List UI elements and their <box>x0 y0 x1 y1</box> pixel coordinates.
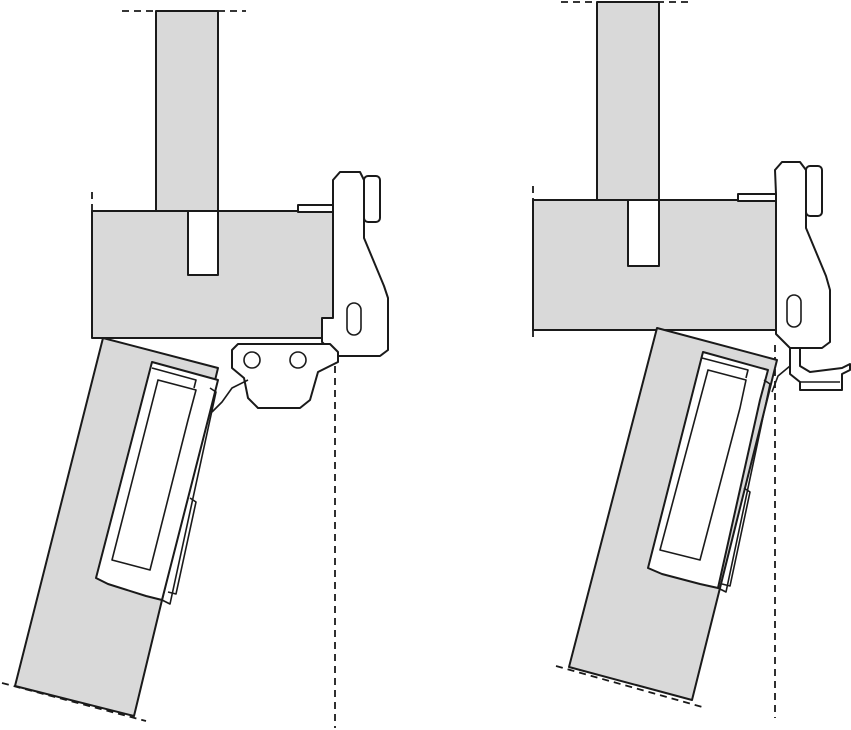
right-side-panel <box>596 1 660 201</box>
right-arm-extension <box>789 347 851 391</box>
left-screw-hole-icon <box>289 351 307 369</box>
left-hinge-cup-window <box>111 379 197 571</box>
left-hinge-arm <box>321 171 389 357</box>
left-adjustment-screw <box>363 175 381 223</box>
left-hinge-boss <box>231 343 339 409</box>
right-door-bottom-dashed-line <box>555 665 707 709</box>
right-cup-rim <box>717 379 771 593</box>
left-cup-flange <box>167 497 197 595</box>
right-arm-slot-icon <box>786 294 802 328</box>
left-hinge-link <box>211 379 249 413</box>
left-screw-hole-icon <box>243 351 261 369</box>
right-cabinet-panel <box>532 199 781 331</box>
left-arm-slot-icon <box>346 302 362 336</box>
right-adjustment-screw <box>805 165 823 217</box>
right-hinge-arm <box>774 161 831 349</box>
left-cup-rim <box>161 387 217 605</box>
left-side-panel <box>155 10 219 212</box>
right-cup-inner-edge <box>701 357 749 379</box>
right-hinge-cup-window <box>659 369 747 561</box>
right-mounting-plate <box>737 193 779 202</box>
right-cup-flange <box>721 487 751 587</box>
right-hinge-cup-plate <box>647 351 769 589</box>
hinge-assembly-left <box>1 10 389 728</box>
left-mounting-plate <box>297 204 337 213</box>
left-cup-inner-edge <box>151 367 197 389</box>
right-hinge-link <box>771 365 791 393</box>
left-cabinet-panel <box>91 210 341 339</box>
hinge-assembly-right <box>532 1 851 718</box>
